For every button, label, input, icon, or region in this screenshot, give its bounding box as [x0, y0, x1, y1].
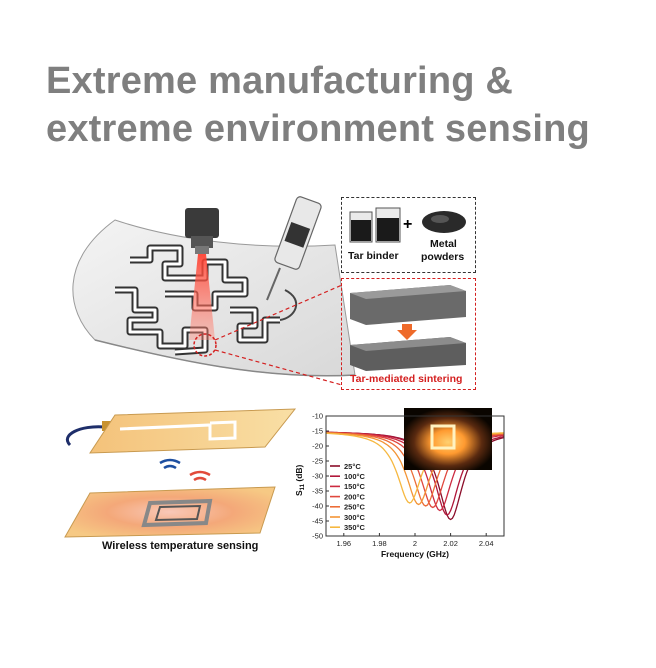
sensor-substrate — [64, 486, 276, 538]
antenna-cable — [66, 425, 106, 447]
focus-circle — [193, 333, 217, 357]
x-axis-label: Frequency (GHz) — [381, 549, 449, 559]
printing-illustration — [72, 196, 356, 386]
x-tick-label-4: 2.04 — [479, 539, 494, 548]
y-tick-label-7: -45 — [312, 517, 323, 526]
y-tick-label-8: -50 — [312, 532, 323, 541]
reader-antenna-board — [89, 408, 297, 454]
x-tick-label-0: 1.96 — [336, 539, 351, 548]
x-tick-label-2: 2 — [413, 539, 417, 548]
micrograph-before — [350, 285, 466, 325]
sensor-photo — [404, 408, 492, 470]
sintering-inset: Tar-mediated sintering — [341, 278, 476, 390]
x-tick-label-3: 2.02 — [443, 539, 458, 548]
y-axis-label: S11 (dB) — [294, 464, 306, 496]
laser-beam — [189, 254, 215, 340]
wireless-signal-icon — [159, 458, 211, 482]
tar-binder-label: Tar binder — [348, 250, 399, 262]
y-tick-label-4: -30 — [312, 472, 323, 481]
micrograph-after — [350, 337, 466, 371]
wireless-label: Wireless temperature sensing — [102, 540, 259, 552]
plus-sign: + — [403, 216, 413, 233]
legend-label-0: 25°C — [344, 462, 361, 471]
beaker-icon — [349, 207, 401, 243]
sintering-label: Tar-mediated sintering — [350, 373, 463, 385]
y-tick-label-3: -25 — [312, 457, 323, 466]
y-tick-label-1: -15 — [312, 427, 323, 436]
legend-label-2: 150°C — [344, 482, 366, 491]
legend-label-3: 200°C — [344, 492, 366, 501]
metal-powder-icon — [422, 211, 466, 233]
materials-inset: + Tar binder Metal powders — [341, 197, 476, 273]
legend-label-5: 300°C — [344, 513, 366, 522]
wireless-sensing-illustration — [64, 408, 297, 538]
metal-label-line-2: powders — [421, 251, 465, 263]
metal-label-line-1: Metal — [430, 238, 457, 250]
sensor-photo-pattern — [430, 424, 456, 450]
legend-label-1: 100°C — [344, 472, 366, 481]
x-tick-label-1: 1.98 — [372, 539, 387, 548]
y-tick-label-2: -20 — [312, 442, 323, 451]
legend-label-6: 350°C — [344, 523, 366, 532]
y-tick-label-5: -35 — [312, 487, 323, 496]
laser-head — [185, 208, 219, 254]
y-tick-label-0: -10 — [312, 412, 323, 421]
page-title-line-1: Extreme manufacturing & — [46, 60, 514, 102]
s11-chart: 1.96 1.98 2 2.02 2.04 -10 -15 -20 -25 -30 -35 -40 -4… — [294, 408, 505, 559]
legend-label-4: 250°C — [344, 503, 366, 512]
arrow-down-icon — [397, 324, 417, 340]
y-tick-label-6: -40 — [312, 502, 323, 511]
page-title-line-2: extreme environment sensing — [46, 108, 590, 150]
print-nozzle — [266, 196, 322, 301]
